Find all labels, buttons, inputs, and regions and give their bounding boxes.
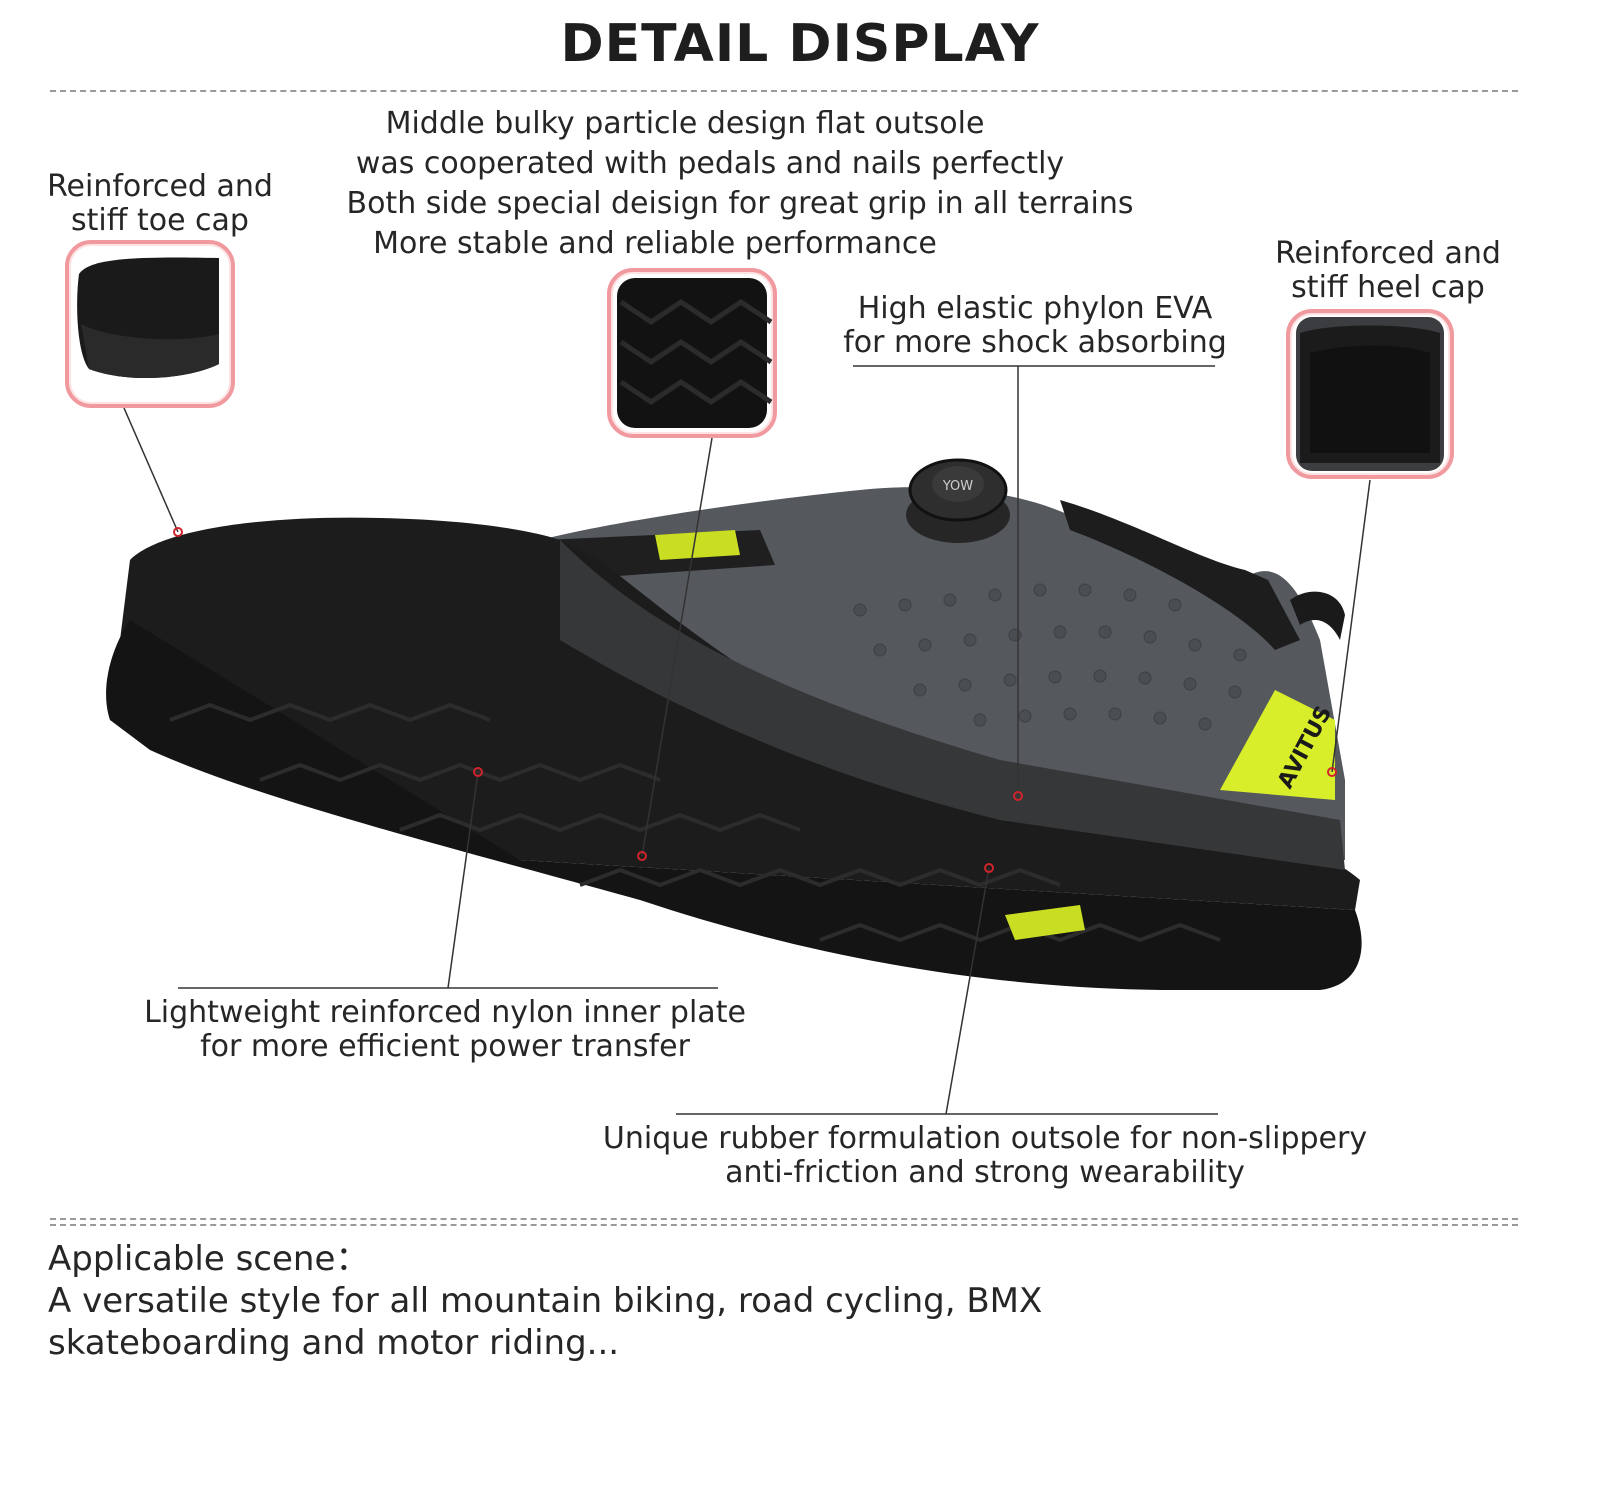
bottom-divider-top [50,1218,1518,1220]
scene-line-2: skateboarding and motor riding... [48,1323,620,1363]
nylon-plate-line-1: Lightweight reinforced nylon inner plate [144,995,746,1030]
heel-cap-thumbnail [1286,309,1454,479]
toe-cap-line-2: stiff toe cap [71,203,249,238]
heel-pull-tab [1290,591,1345,640]
rubber-line-2: anti-friction and strong wearability [725,1155,1245,1190]
outsole-design-line-2: was cooperated with pedals and nails per… [355,146,1065,181]
eva-band [560,540,1345,870]
side-logo-panel [1220,690,1335,800]
scene-heading: Applicable scene： [48,1239,370,1279]
toe-cap-thumbnail [65,240,235,408]
toe-cap-line-1: Reinforced and [47,169,273,204]
dial-logo: YOW [942,479,973,494]
outsole-thumbnail [607,268,777,438]
rubber-line-1: Unique rubber formulation outsole for no… [602,1121,1368,1156]
nylon-plate-caption: Lightweight reinforced nylon inner plate… [120,996,770,1064]
scene-line-1: A versatile style for all mountain bikin… [48,1281,1043,1321]
nylon-plate-line-2: for more efficient power transfer [200,1029,690,1064]
outsole-design-line-4: More stable and reliable performance [373,226,937,261]
outsole-design-caption: Middle bulky particle design flat outsol… [315,104,1165,264]
outsole-design-line-1: Middle bulky particle design flat outsol… [385,106,985,141]
eva-line-2: for more shock absorbing [843,325,1227,360]
bottom-divider-bottom [50,1224,1518,1226]
heel-cap-line-2: stiff heel cap [1291,270,1485,305]
callout-markers [173,527,1337,873]
rubber-caption: Unique rubber formulation outsole for no… [565,1122,1405,1190]
toe-cap-caption: Reinforced and stiff toe cap [30,170,290,238]
dial-cap [932,466,984,502]
outsole-badge [1005,905,1085,940]
outsole [106,620,1362,990]
tread-pattern [169,702,1221,943]
shoe-collar [1060,500,1300,650]
strap-accent [655,530,740,560]
page-title: DETAIL DISPLAY [560,14,1040,74]
applicable-scene: Applicable scene： A versatile style for … [48,1238,1042,1364]
leader-lines [123,365,1371,1115]
perforation-pattern [853,583,1247,731]
eva-caption: High elastic phylon EVA for more shock a… [830,292,1240,360]
heel-cap-line-1: Reinforced and [1275,236,1501,271]
eva-line-1: High elastic phylon EVA [857,291,1213,326]
outsole-design-line-3: Both side special deisign for great grip… [346,186,1134,221]
toe-cap-image [77,257,219,379]
outsole-image [617,278,773,428]
heel-cap-image [1296,317,1444,471]
heel-cap-caption: Reinforced and stiff heel cap [1258,237,1518,305]
top-divider [50,90,1518,92]
